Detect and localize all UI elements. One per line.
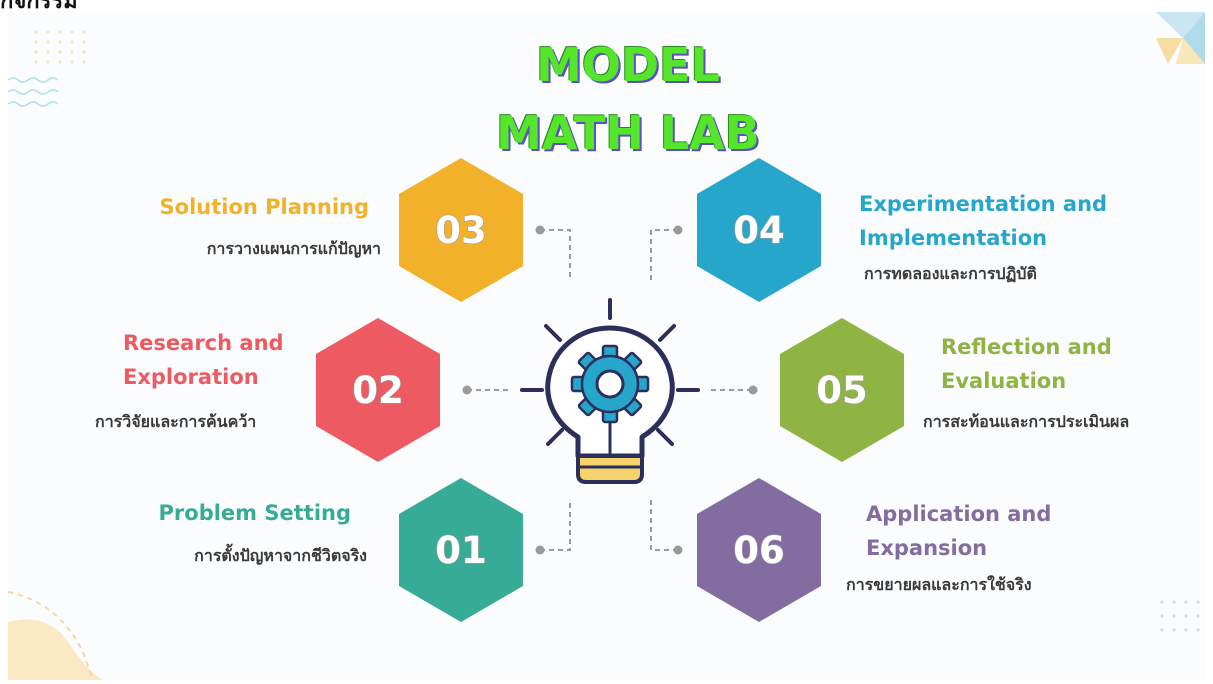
step-03-thai: การวางแผนการแก้ปัญหา [206,239,381,258]
step-03-title-line1: Solution Planning [159,195,369,219]
step-01-title-line1: Problem Setting [158,501,351,525]
step-04-title: Experimentation and Implementation [859,187,1107,255]
step-02-title-line2: Exploration [123,365,259,389]
connector-dot-06 [673,545,683,555]
hex-number-01: 01 [435,529,487,572]
step-05-thai: การสะท้อนและการประเมินผล [923,412,1130,431]
step-01-title: Problem Setting [159,496,351,530]
corner-heading-text: กิจกรรม [0,0,78,14]
connector-04 [650,229,678,280]
title-line-1: MODEL [536,38,720,92]
hex-number-04: 04 [733,209,785,252]
step-04-title-line1: Experimentation and [859,192,1108,216]
connector-06 [650,500,678,551]
dot-grid-bottom-right [1160,600,1200,632]
light-rays [520,298,700,446]
step-02-title: Research and Exploration [123,326,284,394]
blob-decoration-bottom-left [8,591,103,680]
step-02-title-line1: Research and [123,331,284,355]
step-05-title-line1: Reflection and [941,335,1112,359]
connector-01 [540,500,571,551]
connector-dots [462,225,758,555]
step-05-title-line2: Evaluation [941,369,1067,393]
bulb-base [576,454,644,484]
hex-number-06: 06 [733,529,785,572]
step-03-title: Solution Planning [160,190,369,224]
hexagon-04: 04 [697,158,821,302]
connector-lines [467,229,753,551]
step-06-title: Application and Expansion [866,497,1051,565]
hex-number-03: 03 [435,209,487,252]
connector-03 [540,229,571,280]
hexagon-05: 05 [780,318,904,462]
background-decorations [8,12,1205,680]
step-06-title-line1: Application and [866,502,1052,526]
connector-dot-03 [535,225,545,235]
infographic-canvas: MODEL MATH LAB [8,12,1205,680]
lightbulb-gear-icon [520,298,700,484]
step-06-thai: การขยายผลและการใช้จริง [846,575,1032,594]
wave-lines-top-left [8,77,59,107]
connector-dot-04 [673,225,683,235]
connector-dot-02 [462,385,472,395]
step-02-thai: การวิจัยและการค้นคว้า [95,412,257,431]
step-04-title-line2: Implementation [859,226,1048,250]
process-diagram: 01 02 03 04 05 06 [316,158,904,622]
step-01-thai: การตั้งปัญหาจากชีวิตจริง [194,546,367,565]
hex-number-02: 02 [352,369,404,412]
dot-grid-top-left [34,30,86,64]
hexagon-01: 01 [399,478,523,622]
step-05-title: Reflection and Evaluation [941,330,1112,398]
step-04-thai: การทดลองและการปฏิบัติ [864,264,1037,283]
gear-icon [570,344,650,424]
hex-number-05: 05 [816,369,868,412]
step-06-title-line2: Expansion [866,536,988,560]
triangle-decoration-top-right [1156,12,1205,64]
hexagon-03: 03 [399,158,523,302]
hexagon-02: 02 [316,318,440,462]
title-line-2: MATH LAB [496,106,760,160]
hexagon-06: 06 [697,478,821,622]
connector-dot-01 [535,545,545,555]
connector-dot-05 [748,385,758,395]
